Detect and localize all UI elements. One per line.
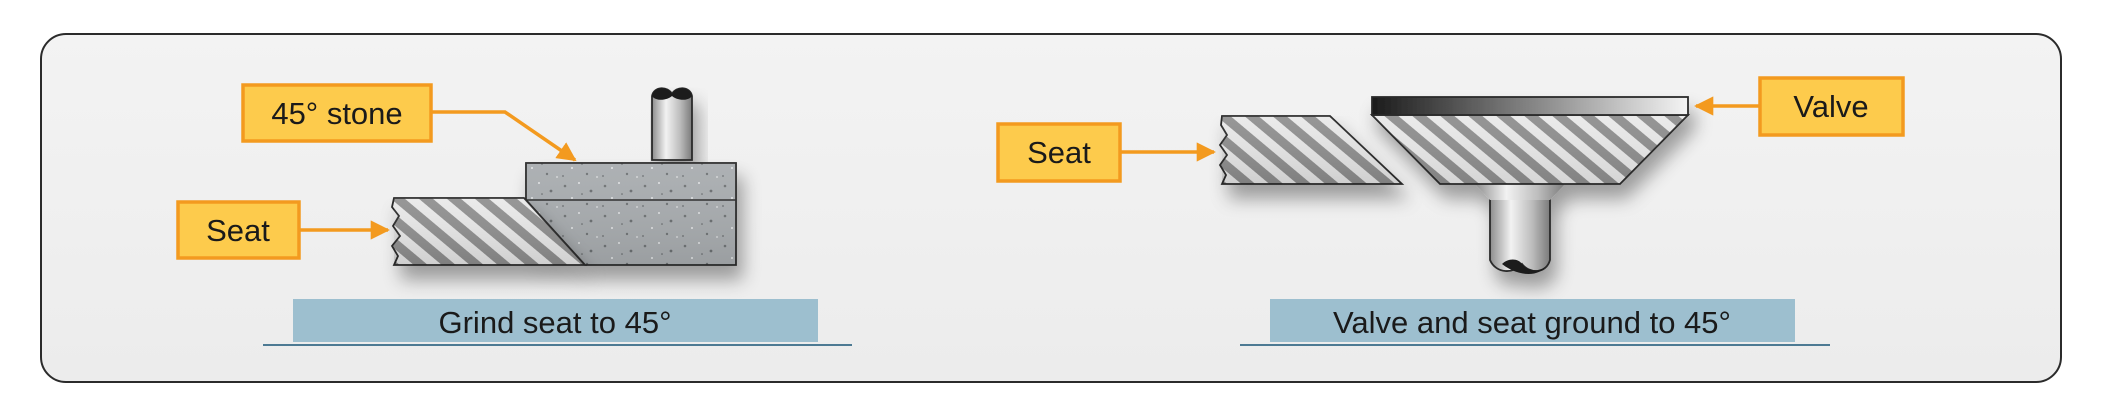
- callout-seat-left: Seat: [176, 200, 390, 260]
- left-panel: 45° stone Seat Grind seat to 45°: [176, 83, 852, 346]
- caption-left-bar: [293, 299, 818, 342]
- callout-valve-label: Valve: [1793, 89, 1868, 124]
- valve: [1369, 96, 1691, 274]
- seat-right: [1218, 115, 1405, 185]
- callout-stone-box: [241, 83, 433, 143]
- caption-right-bar: [1270, 299, 1795, 342]
- right-panel: Seat Valve Valve and seat ground to 45°: [996, 76, 1905, 346]
- callout-seat-left-label: Seat: [206, 213, 270, 248]
- callout-valve: Valve: [1694, 76, 1905, 137]
- callout-seat-right-label: Seat: [1027, 135, 1091, 170]
- caption-left-text: Grind seat to 45°: [439, 305, 672, 340]
- callout-valve-box: [1758, 76, 1905, 137]
- stone-shaft: [651, 87, 693, 161]
- callout-stone: 45° stone: [241, 83, 577, 162]
- arrow-stone: [431, 110, 577, 162]
- seat-left: [390, 197, 588, 266]
- callout-stone-label: 45° stone: [271, 96, 402, 131]
- callout-seat-right: Seat: [996, 122, 1216, 183]
- caption-left: Grind seat to 45°: [263, 299, 852, 346]
- caption-right-text: Valve and seat ground to 45°: [1333, 305, 1731, 340]
- caption-right: Valve and seat ground to 45°: [1240, 299, 1830, 346]
